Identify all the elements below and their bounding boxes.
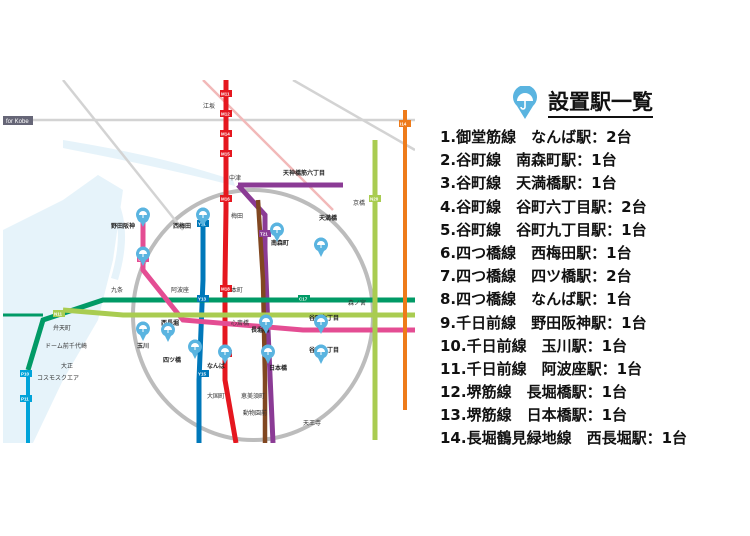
station-label: 心斎橋: [231, 319, 249, 327]
svg-text:M11: M11: [221, 92, 230, 97]
station-label: 動物園前: [243, 409, 267, 417]
list-item: 7.四つ橋線 四ツ橋駅：2台: [440, 267, 632, 286]
list-item: 9.千日前線 野田阪神駅：1台: [440, 313, 647, 332]
umbrella-pin-icon: [314, 237, 328, 257]
station-label: 日本橋: [269, 364, 288, 372]
river-water: [63, 140, 235, 186]
nagahori-line: [62, 307, 415, 318]
station-label: 森ノ宮: [348, 299, 366, 307]
station-label: 野田阪神: [111, 222, 135, 230]
list-item: 10.千日前線 玉川駅：1台: [440, 336, 628, 355]
station-label: 恵美須町: [241, 392, 265, 400]
list-item: 8.四つ橋線 なんば駅：1台: [440, 290, 632, 309]
yotsubashi-line: [196, 210, 206, 443]
station-label: 南森町: [271, 239, 289, 247]
station-label: コスモスクエア: [37, 375, 79, 382]
station-label: 京橋: [353, 199, 365, 207]
station-label: 本町: [231, 286, 243, 294]
panel-title: 設置駅一覧: [548, 89, 653, 118]
svg-text:I14: I14: [400, 122, 407, 127]
svg-text:T21: T21: [260, 232, 268, 237]
station-list-panel: 設置駅一覧 1.御堂筋線 なんば駅：2台 2.谷町線 南森町駅：1台 3.谷町線…: [440, 86, 750, 456]
umbrella-pin-icon: [513, 86, 537, 119]
umbrella-pin-icon: [259, 314, 273, 334]
jr-line: [292, 80, 415, 152]
station-label: 梅田: [231, 212, 243, 220]
station-labels: 江坂 中津 天神橋筋六丁目 野田阪神 西梅田 梅田 南森町 天満橋 京橋 九条 …: [37, 102, 366, 427]
station-label: 玉川: [137, 342, 149, 350]
umbrella-pin-icon: [314, 314, 328, 334]
list-item: 5.谷町線 谷町九丁目駅：1台: [440, 220, 647, 239]
list-item: 4.谷町線 谷町六丁目駅：2台: [440, 197, 647, 216]
bay-water: [3, 175, 123, 443]
umbrella-pin-icon: [161, 322, 175, 342]
svg-text:Y13: Y13: [198, 297, 207, 302]
svg-text:C17: C17: [299, 297, 308, 302]
station-label: 江坂: [203, 102, 215, 110]
list-item: 6.四つ橋線 西梅田駅：1台: [440, 243, 632, 262]
svg-text:M15: M15: [221, 152, 230, 157]
svg-text:P11: P11: [21, 397, 29, 402]
umbrella-pin-icon: [218, 344, 232, 364]
umbrella-pin-icon: [270, 222, 284, 242]
station-label: 長堀橋: [251, 326, 270, 334]
svg-text:N20: N20: [370, 197, 379, 202]
svg-text:M18: M18: [221, 287, 230, 292]
svg-text:M16: M16: [221, 197, 230, 202]
station-label: 西梅田: [173, 222, 191, 230]
list-item: 11.千日前線 阿波座駅：1台: [440, 359, 643, 378]
station-label: 中津: [229, 174, 241, 182]
list-item: 3.谷町線 天満橋駅：1台: [440, 174, 617, 193]
kobe-tag: [3, 116, 33, 125]
umbrella-pin-icon: [136, 321, 150, 341]
midosuji-line: [222, 80, 239, 443]
station-label: 大正: [61, 362, 73, 370]
jr-line: [62, 80, 184, 231]
subway-map: M11 M12 M14 M15 M16 M18 M20 Y11 Y13 Y15 …: [3, 80, 415, 443]
station-label: 天神橋筋六丁目: [283, 169, 325, 177]
station-label: 大国町: [207, 392, 225, 400]
umbrella-pin-icon: [188, 339, 202, 359]
list-item: 13.堺筋線 日本橋駅：1台: [440, 406, 628, 425]
umbrella-pin-icon: [136, 207, 150, 227]
station-label: 弁天町: [53, 324, 71, 332]
list-item: 1.御堂筋線 なんば駅：2台: [440, 128, 632, 146]
umbrella-pin-icon: [136, 246, 150, 266]
station-label: 阿波座: [171, 286, 189, 294]
station-label: 天満橋: [319, 214, 338, 222]
svg-text:M14: M14: [221, 132, 230, 137]
umbrella-pin-icon: [314, 344, 328, 364]
station-label: 四ツ橋: [163, 356, 182, 364]
station-list: 1.御堂筋線 なんば駅：2台 2.谷町線 南森町駅：1台 3.谷町線 天満橋駅：…: [440, 126, 687, 451]
kobe-tag-label: for Kobe: [6, 119, 29, 125]
svg-text:M12: M12: [221, 112, 230, 117]
list-item: 2.谷町線 南森町駅：1台: [440, 151, 617, 170]
list-item: 12.堺筋線 長堀橋駅：1台: [440, 383, 628, 402]
station-label: 天王寺: [303, 419, 321, 427]
tanimachi-line: [236, 183, 276, 443]
panel-header: 設置駅一覧: [510, 86, 653, 120]
river-water: [93, 175, 126, 280]
station-label: 九条: [111, 286, 123, 294]
umbrella-pin-icon: [261, 344, 275, 364]
svg-text:P10: P10: [21, 372, 30, 377]
svg-text:Y15: Y15: [198, 372, 207, 377]
umbrella-pin-icon: [196, 207, 210, 227]
umbrella-pins: [136, 207, 328, 364]
svg-text:N11: N11: [54, 312, 63, 317]
list-item: 14.長堀鶴見緑地線 西長堀駅：1台: [440, 429, 688, 448]
station-label: ドーム前千代崎: [45, 342, 87, 350]
station-label: なんば: [207, 362, 225, 370]
